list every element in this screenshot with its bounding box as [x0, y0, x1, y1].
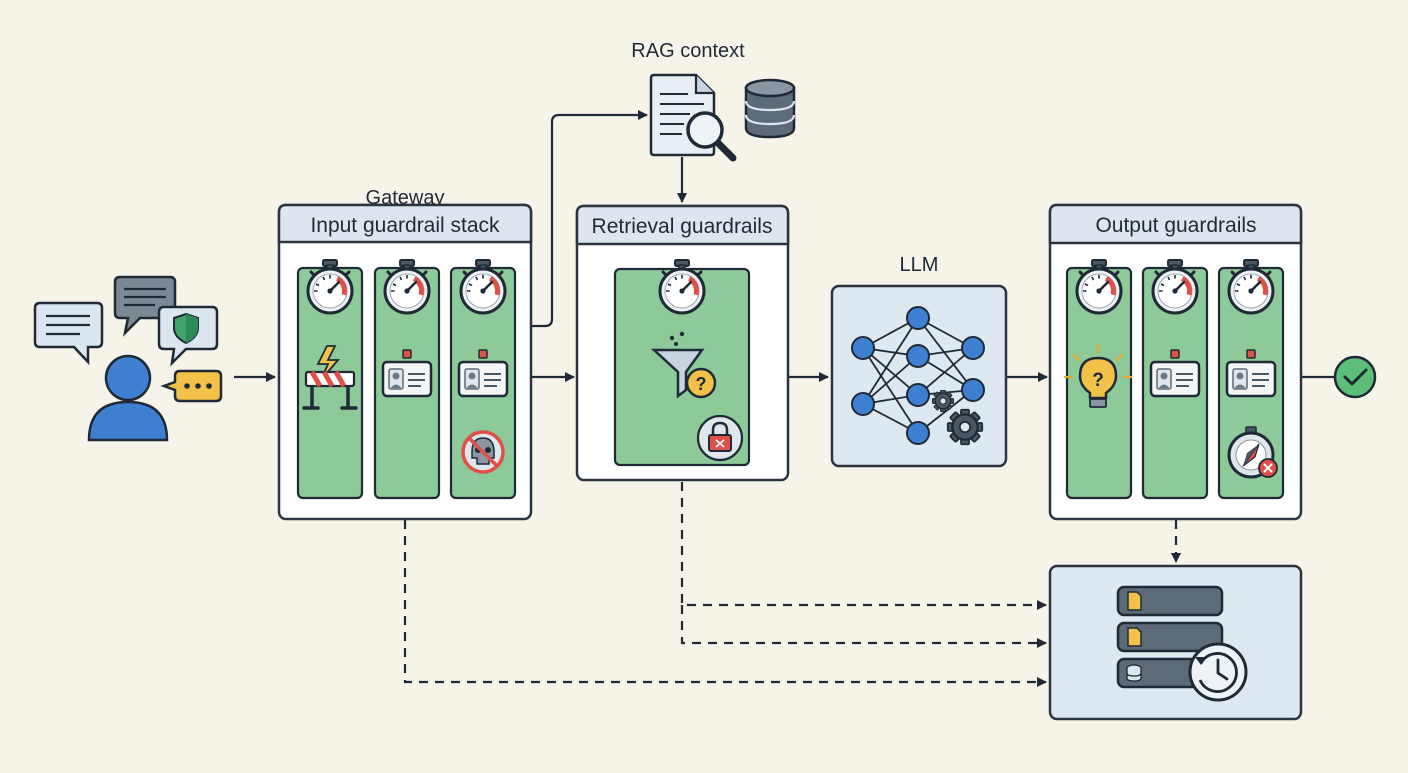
user-cluster	[33, 275, 223, 442]
llm-label: LLM	[900, 254, 939, 276]
log-storage-panel	[1048, 564, 1303, 721]
log-storage-icon	[1116, 585, 1224, 689]
llm-panel: LLM	[830, 254, 1008, 468]
retrieval-guardrail-panel: Retrieval guardrails ?	[575, 204, 790, 482]
gears-icon	[946, 408, 984, 446]
chat-bubble-icon	[113, 275, 177, 337]
lightbulb-question-icon: ?	[1063, 343, 1133, 408]
compass-blocked-icon	[1227, 426, 1278, 479]
chat-bubble-icon	[33, 301, 104, 366]
barrier-lightning-icon	[302, 345, 358, 410]
typing-bubble-icon	[160, 369, 223, 403]
arrow-input-to-logs	[403, 520, 1047, 687]
gateway-label: Gateway	[366, 187, 445, 209]
arrow-retrieval-to-logs-2	[680, 605, 1047, 648]
document-search-icon	[649, 73, 737, 162]
shield-icon	[157, 305, 219, 367]
arrow-retrieval-to-logs-1	[680, 482, 1047, 610]
database-icon	[744, 78, 796, 139]
rag-context-group: RAG context	[631, 40, 796, 162]
neural-network-icon	[851, 306, 985, 445]
user-icon	[87, 354, 169, 442]
lock-icon	[696, 414, 744, 462]
input-guardrail-panel: Gateway Input guardrail stack	[277, 187, 533, 521]
rag-context-label: RAG context	[631, 40, 745, 62]
history-clock-icon	[1188, 642, 1248, 702]
svg-text:?: ?	[1092, 370, 1104, 391]
arrow-input-to-rag	[531, 110, 648, 328]
funnel-question-icon: ?	[650, 331, 717, 399]
output-title: Output guardrails	[1095, 214, 1256, 237]
input-stack-title: Input guardrail stack	[310, 214, 500, 237]
gears-icon	[931, 389, 955, 413]
no-skull-icon	[461, 430, 505, 474]
retrieval-title: Retrieval guardrails	[592, 215, 773, 238]
output-guardrail-panel: Output guardrails ?	[1048, 203, 1303, 521]
svg-text:?: ?	[696, 374, 707, 394]
check-circle-icon	[1333, 355, 1377, 399]
